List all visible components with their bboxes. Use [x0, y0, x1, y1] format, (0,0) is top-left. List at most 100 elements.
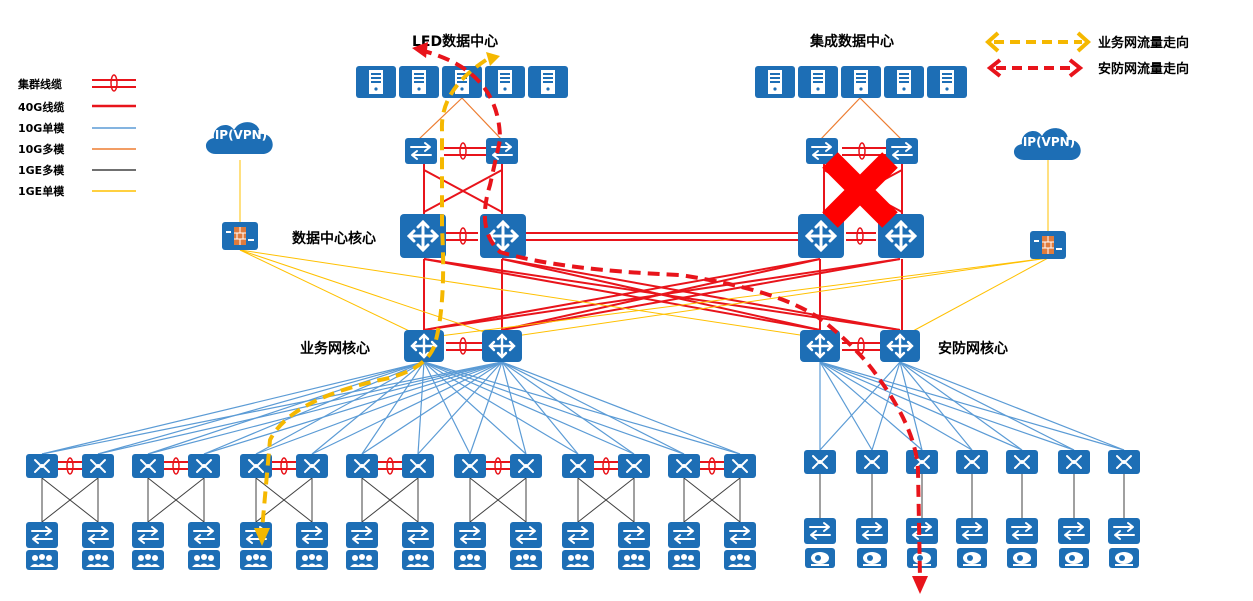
legend-item-cluster: 集群线缆 — [17, 74, 136, 92]
server-icon — [798, 66, 838, 98]
legend-cluster-label: 集群线缆 — [17, 77, 62, 91]
users-icon — [668, 550, 700, 570]
server-icon — [927, 66, 967, 98]
access-switch-icon — [345, 453, 379, 479]
users-icon — [510, 550, 542, 570]
access-switch-icon — [295, 453, 329, 479]
switch-icon — [905, 517, 939, 545]
server-icon — [485, 66, 525, 98]
switch-icon — [1107, 517, 1141, 545]
users-icon — [82, 550, 114, 570]
access-switch-icon — [401, 453, 435, 479]
firewall-icon — [1029, 230, 1067, 260]
legend: 集群线缆 40G线缆 10G单模 10G多模 1GE多模 1GE单模 — [17, 74, 136, 198]
switch-icon — [25, 521, 59, 549]
legend-item-1ge-multi: 1GE多模 — [18, 163, 136, 177]
router-icon — [398, 212, 448, 260]
legend-40g-label: 40G线缆 — [18, 100, 64, 114]
camera-icon — [1006, 547, 1038, 569]
switch-icon — [404, 137, 438, 165]
switch-icon — [667, 521, 701, 549]
vpn-left-label: IP(VPN) — [215, 128, 267, 142]
dc-core-label: 数据中心核心 — [292, 230, 376, 247]
router-icon — [878, 328, 922, 364]
users-icon — [132, 550, 164, 570]
vpn-right: IP(VPN) — [1013, 128, 1081, 260]
access-switch-icon — [667, 453, 701, 479]
access-switch-icon — [803, 449, 837, 475]
switch-icon — [885, 137, 919, 165]
legend-item-40g: 40G线缆 — [18, 100, 136, 114]
camera-icon — [1108, 547, 1140, 569]
switch-icon — [485, 137, 519, 165]
switch-icon — [131, 521, 165, 549]
users-icon — [296, 550, 328, 570]
switch-icon — [239, 521, 273, 549]
flow-security-label: 安防网流量走向 — [1098, 61, 1189, 77]
business-flow-path — [254, 52, 500, 546]
switch-icon — [955, 517, 989, 545]
flow-legend-security: 安防网流量走向 — [986, 58, 1189, 78]
integrated-data-center: 集成数据中心 — [755, 33, 967, 165]
users-icon — [618, 550, 650, 570]
server-icon — [399, 66, 439, 98]
switch-icon — [509, 521, 543, 549]
access-layer — [25, 449, 1141, 570]
led-data-center: LED数据中心 — [356, 33, 568, 165]
access-switch-icon — [723, 453, 757, 479]
firewall-icon — [221, 221, 259, 251]
access-switch-icon — [187, 453, 221, 479]
server-icon — [884, 66, 924, 98]
access-switch-icon — [25, 453, 59, 479]
switch-icon — [453, 521, 487, 549]
access-switch-icon — [955, 449, 989, 475]
flow-business-label: 业务网流量走向 — [1098, 35, 1189, 51]
legend-item-10g-multi: 10G多模 — [18, 142, 136, 156]
access-switch-icon — [1057, 449, 1091, 475]
access-switch-icon — [1005, 449, 1039, 475]
users-icon — [240, 550, 272, 570]
dc-core: 数据中心核心 — [292, 212, 926, 260]
server-icon — [528, 66, 568, 98]
users-icon — [454, 550, 486, 570]
switch-icon — [1057, 517, 1091, 545]
router-icon — [480, 328, 524, 364]
server-icon — [356, 66, 396, 98]
camera-icon — [856, 547, 888, 569]
server-icon — [841, 66, 881, 98]
server-icon — [442, 66, 482, 98]
legend-10g-single-label: 10G单模 — [18, 121, 65, 135]
switch-icon — [345, 521, 379, 549]
int-dc-label: 集成数据中心 — [809, 33, 894, 50]
users-icon — [346, 550, 378, 570]
business-core: 业务网核心 — [300, 328, 524, 364]
switch-icon — [401, 521, 435, 549]
switch-icon — [561, 521, 595, 549]
users-icon — [562, 550, 594, 570]
switch-icon — [81, 521, 115, 549]
security-flow-path — [412, 42, 928, 594]
users-icon — [402, 550, 434, 570]
switch-icon — [295, 521, 329, 549]
legend-1ge-multi-label: 1GE多模 — [18, 163, 65, 177]
access-switch-icon — [509, 453, 543, 479]
vpn-left: IP(VPN) — [205, 122, 273, 251]
access-switch-icon — [561, 453, 595, 479]
legend-10g-multi-label: 10G多模 — [18, 142, 65, 156]
router-icon — [798, 328, 842, 364]
users-icon — [26, 550, 58, 570]
legend-item-10g-single: 10G单模 — [18, 121, 136, 135]
biz-core-label: 业务网核心 — [300, 340, 370, 357]
access-switch-icon — [81, 453, 115, 479]
access-switch-icon — [855, 449, 889, 475]
switch-icon — [855, 517, 889, 545]
users-icon — [724, 550, 756, 570]
server-icon — [755, 66, 795, 98]
sec-core-label: 安防网核心 — [938, 340, 1008, 357]
legend-1ge-single-label: 1GE单模 — [18, 184, 65, 198]
camera-icon — [804, 547, 836, 569]
camera-icon — [956, 547, 988, 569]
users-icon — [188, 550, 220, 570]
switch-icon — [803, 517, 837, 545]
